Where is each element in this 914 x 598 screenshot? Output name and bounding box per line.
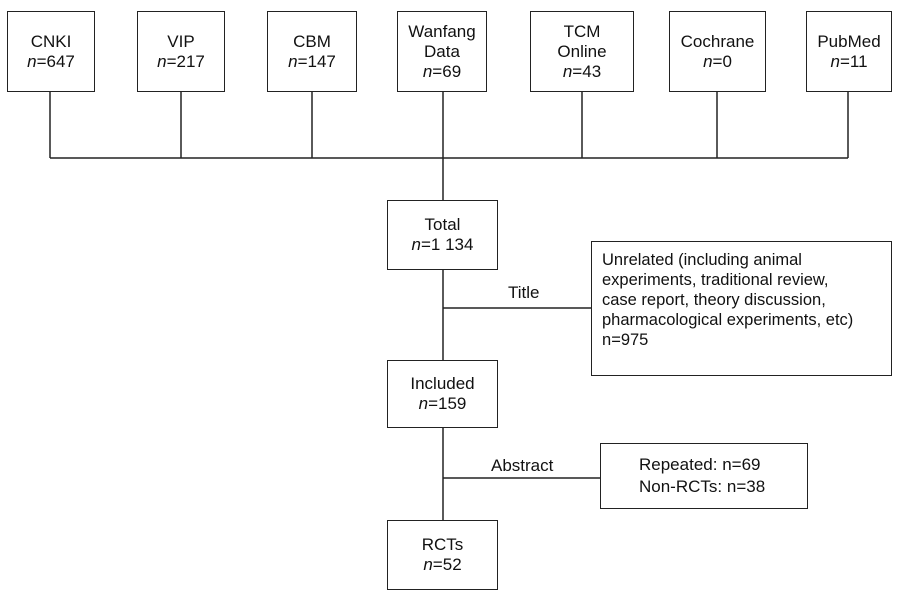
n-symbol: n	[562, 61, 573, 81]
repeated-count: 69	[741, 455, 761, 474]
n-symbol: n	[418, 394, 429, 413]
exclusion-line: experiments, traditional review,	[602, 271, 829, 289]
n-symbol: n	[830, 51, 840, 71]
database-box-vip: VIP n=217	[137, 11, 225, 92]
database-name-line2: Online	[557, 41, 607, 61]
step-label-title: Title	[508, 283, 540, 302]
database-box-wanfang: Wanfang Data n=69	[397, 11, 487, 92]
exclusion-box-repeated: Repeated: n=69 Non-RCTs: n=38	[600, 443, 808, 509]
step-label-abstract: Abstract	[491, 456, 554, 475]
exclusion-count: 975	[620, 331, 649, 349]
database-count: 69	[442, 61, 462, 81]
database-count: 0	[722, 51, 732, 71]
database-name-line2: Data	[424, 41, 460, 61]
database-name: CBM	[293, 31, 331, 51]
database-box-tcm-online: TCM Online n=43	[530, 11, 634, 92]
included-label: Included	[410, 374, 475, 393]
n-symbol: n	[411, 235, 421, 254]
n-symbol: n	[703, 51, 713, 71]
included-box: Included n=159	[387, 360, 498, 428]
database-count: 43	[582, 61, 602, 81]
rcts-box: RCTs n=52	[387, 520, 498, 590]
database-box-cnki: CNKI n=647	[7, 11, 95, 92]
n-symbol: n	[722, 455, 732, 474]
database-name: CNKI	[30, 31, 72, 51]
database-count: 147	[307, 51, 336, 71]
database-box-cochrane: Cochrane n=0	[669, 11, 766, 92]
included-count: 159	[438, 394, 467, 413]
total-label: Total	[424, 215, 461, 234]
database-box-cbm: CBM n=147	[267, 11, 357, 92]
n-symbol: n	[602, 331, 612, 349]
database-name: VIP	[167, 31, 195, 51]
database-box-pubmed: PubMed n=11	[806, 11, 892, 92]
exclusion-line: Unrelated (including animal	[602, 251, 802, 269]
nonrct-count: 38	[746, 477, 766, 496]
database-count: 217	[176, 51, 205, 71]
database-name: PubMed	[817, 31, 881, 51]
database-count: 11	[849, 51, 868, 71]
rcts-count: 52	[442, 555, 462, 574]
nonrct-label: Non-RCTs:	[639, 477, 727, 496]
database-name: Wanfang	[408, 21, 476, 41]
database-name: TCM	[563, 21, 601, 41]
n-symbol: n	[27, 51, 37, 71]
database-count: 647	[46, 51, 75, 71]
n-symbol: n	[157, 51, 167, 71]
repeated-label: Repeated:	[639, 455, 723, 474]
exclusion-line: case report, theory discussion,	[602, 291, 826, 309]
n-symbol: n	[422, 61, 433, 81]
exclusion-line: pharmacological experiments, etc)	[602, 311, 854, 329]
database-name: Cochrane	[680, 31, 755, 51]
rcts-label: RCTs	[421, 535, 464, 554]
n-symbol: n	[726, 477, 737, 496]
total-count: 1 134	[430, 235, 474, 254]
total-box: Total n=1 134	[387, 200, 498, 270]
n-symbol: n	[423, 555, 433, 574]
n-symbol: n	[288, 51, 298, 71]
exclusion-box-unrelated: Unrelated (including animal experiments,…	[591, 241, 892, 376]
